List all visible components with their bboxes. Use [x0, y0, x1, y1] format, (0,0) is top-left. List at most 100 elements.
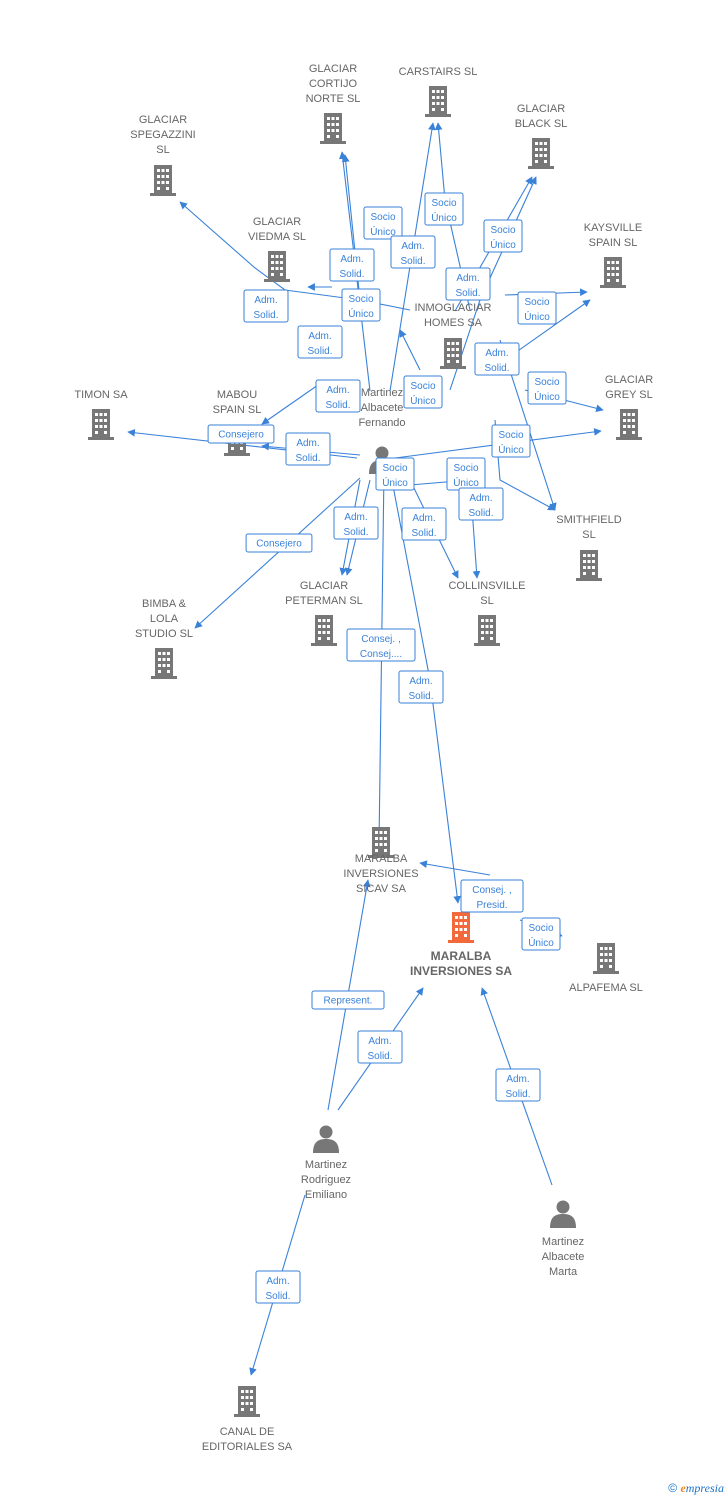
relation-box-r30[interactable]: Adm.Solid. [495, 1068, 541, 1102]
relation-box-r16[interactable]: Adm.Solid. [285, 432, 331, 466]
relation-box-r25[interactable]: Adm.Solid. [398, 670, 444, 704]
relation-box-r24[interactable]: Consej. ,Consej.... [346, 628, 416, 662]
relation-box-r23[interactable]: Consejero [245, 533, 313, 553]
node-label: CANAL DE [220, 1426, 275, 1438]
node-label: HOMES SA [424, 317, 483, 329]
relation-box-frame [521, 917, 561, 951]
relation-label: Solid. [400, 256, 425, 267]
relation-box-frame [333, 506, 379, 540]
relation-box-r5[interactable]: Adm.Solid. [329, 248, 375, 282]
relation-label: Solid. [325, 400, 350, 411]
node-label: BIMBA & [142, 598, 187, 610]
building-icon [234, 1386, 260, 1417]
relation-box-r10[interactable]: Adm.Solid. [297, 325, 343, 359]
node-alpafema[interactable]: ALPAFEMA SL [569, 943, 643, 994]
building-icon [474, 615, 500, 646]
relation-box-r6[interactable]: Adm.Solid. [445, 267, 491, 301]
relation-label: Único [453, 476, 479, 489]
edge-10 [399, 329, 421, 371]
relation-box-frame [341, 288, 381, 322]
node-label: INMOGLACIAR [414, 302, 491, 314]
node-label: Martinez [542, 1236, 584, 1248]
relation-box-r22[interactable]: Adm.Solid. [458, 487, 504, 521]
node-inmoglaciar-homes[interactable]: INMOGLACIAR HOMES SA [414, 302, 492, 369]
relation-box-frame [424, 192, 464, 226]
relation-box-frame [398, 670, 444, 704]
node-label: SICAV SA [356, 883, 407, 895]
building-icon [528, 138, 554, 169]
relation-label: Adm. [254, 295, 277, 306]
relation-label: Solid. [307, 346, 332, 357]
building-icon [448, 912, 474, 943]
relation-box-r29[interactable]: Adm.Solid. [357, 1030, 403, 1064]
node-label: Rodriguez [301, 1174, 351, 1186]
relation-label: Socio [382, 463, 407, 474]
relation-box-r20[interactable]: Adm. Solid. [333, 506, 379, 540]
relation-box-r11[interactable]: Adm.Solid. [474, 342, 520, 376]
relation-box-r26[interactable]: Consej. ,Presid. [460, 879, 524, 913]
node-label: KAYSVILLE [584, 222, 643, 234]
relation-label: Adm. [266, 1276, 289, 1287]
relation-label: Adm. [296, 438, 319, 449]
relation-label: Solid. [343, 527, 368, 538]
node-carstairs[interactable]: CARSTAIRS SL [399, 66, 478, 117]
node-label: GLACIAR [300, 580, 348, 592]
relation-label: Adm. [412, 513, 435, 524]
relation-label: Solid. [484, 363, 509, 374]
person-icon [313, 1125, 339, 1153]
relation-box-r8[interactable]: Adm.Solid. [243, 289, 289, 323]
node-label: INVERSIONES [343, 868, 418, 880]
brand-logo[interactable]: empresia [680, 1481, 724, 1495]
relation-box-r21[interactable]: Adm.Solid. [401, 507, 447, 541]
relation-label: Consej.... [360, 649, 402, 660]
relation-label: Adm. [326, 385, 349, 396]
copyright-notice: © empresia [668, 1481, 724, 1496]
node-timon[interactable]: TIMON SA [74, 389, 128, 440]
building-icon [320, 113, 346, 144]
relation-box-frame [483, 219, 523, 253]
relation-label: Solid. [505, 1089, 530, 1100]
relation-box-r28[interactable]: Represent. [311, 990, 385, 1010]
node-label: GLACIAR [139, 114, 187, 126]
relation-box-r3[interactable]: Adm.Solid. [390, 235, 436, 269]
relation-box-r31[interactable]: Adm. Solid. [255, 1270, 301, 1304]
relation-label: Socio [498, 430, 523, 441]
relation-label: Solid. [265, 1291, 290, 1302]
node-label: GREY SL [605, 389, 653, 401]
relation-box-frame [285, 432, 331, 466]
relation-box-frame [329, 248, 375, 282]
relation-box-r13[interactable]: Adm. Solid. [315, 379, 361, 413]
relation-label: Adm. [344, 512, 367, 523]
relation-box-r15[interactable]: Consejero [207, 424, 275, 444]
copyright-symbol: © [668, 1481, 678, 1495]
